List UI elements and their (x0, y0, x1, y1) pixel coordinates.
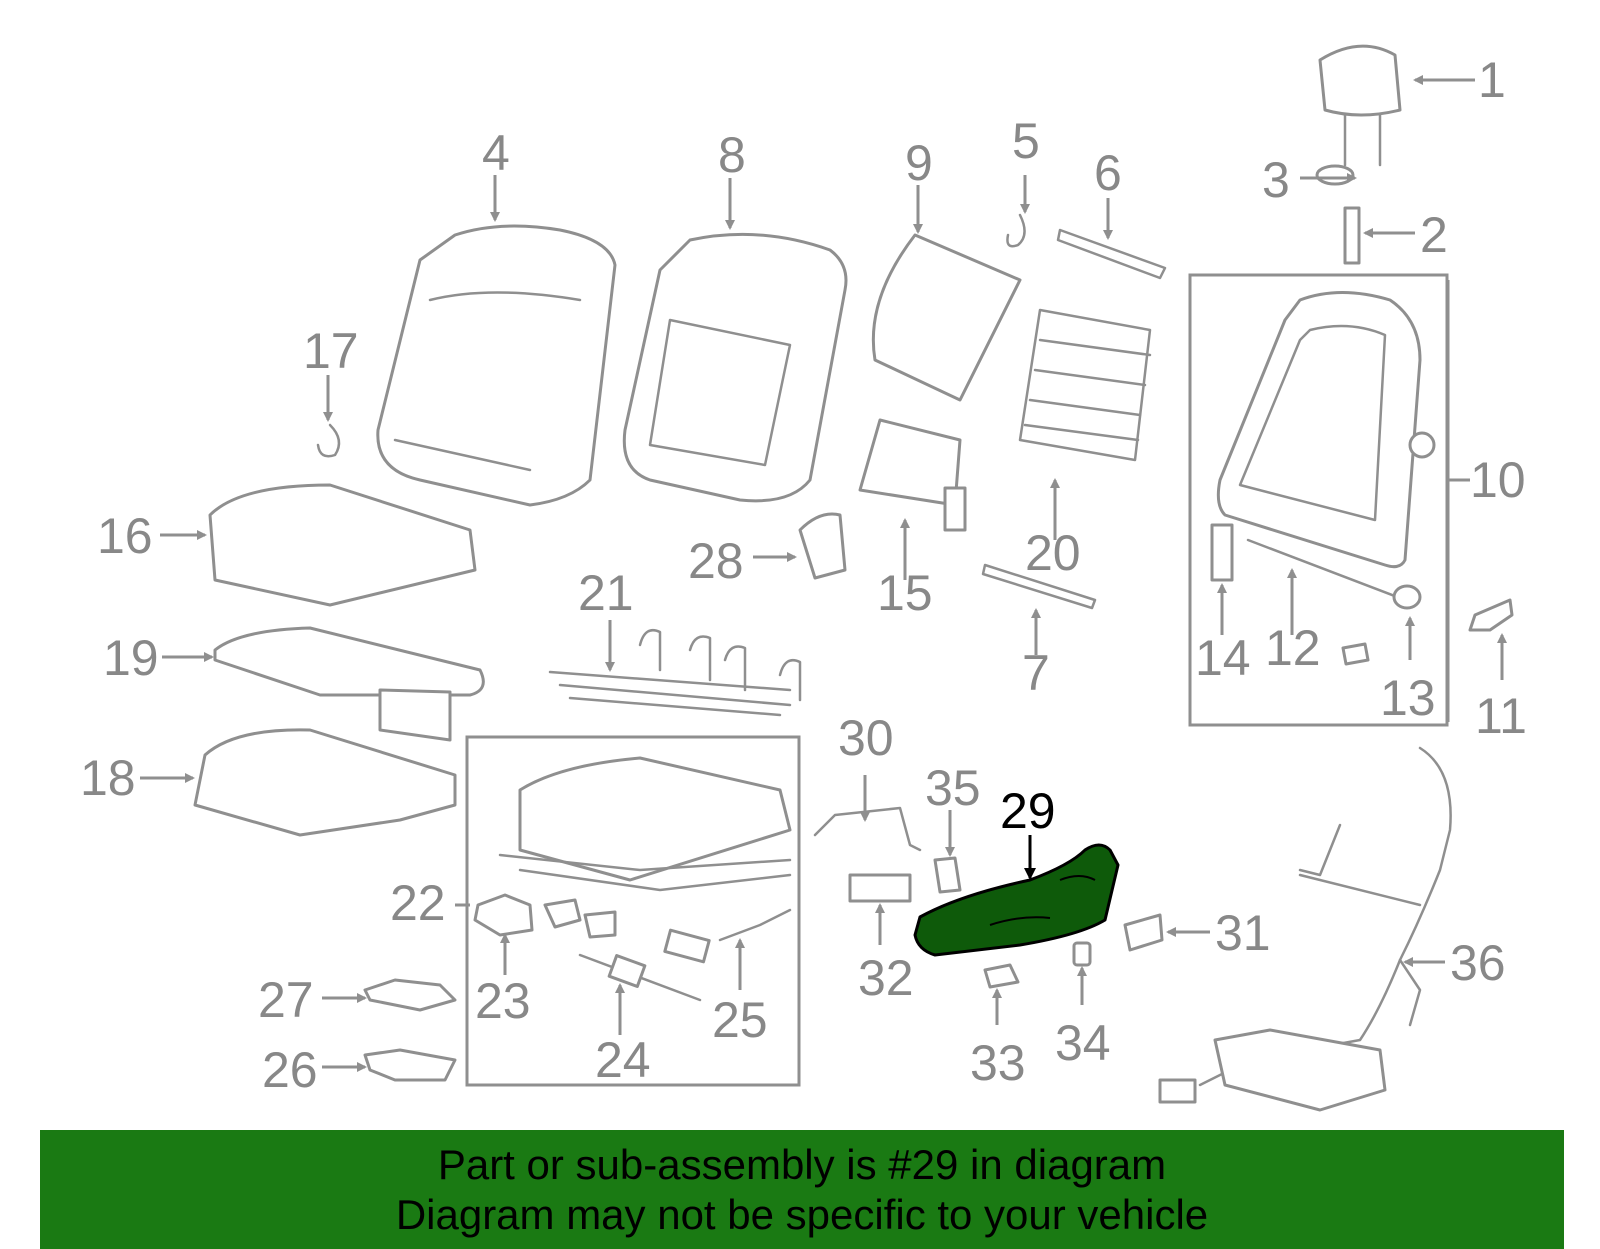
part-label-3: 3 (1262, 152, 1290, 208)
part-label-33: 33 (970, 1035, 1026, 1091)
part-25-shape (663, 908, 792, 964)
part-label-22: 22 (390, 875, 446, 931)
part-label-26: 26 (262, 1042, 318, 1098)
part-label-15: 15 (877, 565, 933, 621)
part-label-1: 1 (1478, 52, 1506, 108)
seat-cushion-pad-shape (193, 728, 457, 837)
part-label-16: 16 (97, 508, 153, 564)
recliner-motor-shape (1210, 523, 1234, 582)
part-label-36: 36 (1450, 935, 1506, 991)
rod-shape (1056, 228, 1167, 280)
part-label-19: 19 (103, 630, 159, 686)
bolt-shape (1341, 642, 1370, 666)
part-label-29-highlighted: 29 (1000, 783, 1056, 839)
part-label-7: 7 (1022, 645, 1050, 701)
washer-shape (1392, 584, 1422, 610)
part-label-18: 18 (80, 750, 136, 806)
part-number-labels: 1 2 3 4 5 6 7 8 9 10 11 12 13 14 15 16 1… (80, 52, 1527, 1098)
leader-arrows (140, 75, 1507, 1072)
part-label-32: 32 (858, 950, 914, 1006)
part-label-31: 31 (1215, 905, 1271, 961)
part-label-30: 30 (838, 710, 894, 766)
seat-adjuster-shape (498, 756, 792, 892)
part-30-shape (813, 806, 922, 852)
seat-cushion-cover-shape (208, 483, 477, 607)
part-27-shape (363, 978, 457, 1012)
part-label-6: 6 (1094, 145, 1122, 201)
part-label-13: 13 (1380, 670, 1436, 726)
part-label-25: 25 (712, 992, 768, 1048)
part-label-9: 9 (905, 135, 933, 191)
part-label-4: 4 (482, 125, 510, 181)
seat-back-frame-shape (1216, 291, 1422, 569)
part-label-24: 24 (595, 1032, 651, 1088)
part-label-10: 10 (1470, 452, 1526, 508)
clip-17-shape (316, 423, 341, 458)
part-label-14: 14 (1195, 630, 1251, 686)
clip-shape (1006, 213, 1026, 248)
seat-back-panel-shape (871, 233, 1022, 402)
part-label-28: 28 (688, 533, 744, 589)
recliner-shaft-shape (1246, 538, 1402, 600)
info-banner: Part or sub-assembly is #29 in diagram D… (40, 1130, 1564, 1249)
part-35-shape (933, 856, 962, 894)
part-label-23: 23 (475, 973, 531, 1029)
part-label-11: 11 (1475, 688, 1527, 744)
part-34-shape (1072, 941, 1092, 967)
part-24-shape (578, 953, 702, 1002)
bracket-shape (1468, 598, 1514, 632)
seat-pan-shape (213, 626, 485, 697)
part-label-35: 35 (925, 760, 981, 816)
banner-line-disclaimer: Diagram may not be specific to your vehi… (395, 1191, 1209, 1238)
part-23-shape (473, 893, 534, 937)
seat-back-pad-shape (622, 232, 848, 503)
part-label-27: 27 (258, 972, 314, 1028)
bushing-shape (1408, 431, 1436, 459)
headrest-shape (1318, 44, 1402, 167)
part-31-shape (1123, 913, 1164, 952)
part-label-2: 2 (1420, 207, 1448, 263)
spring-mat-shape (1018, 308, 1152, 462)
part-label-12: 12 (1265, 620, 1321, 676)
part-label-34: 34 (1055, 1015, 1111, 1071)
part-label-21: 21 (578, 565, 634, 621)
part-28-shape (798, 512, 847, 580)
seat-springs-shape (548, 628, 802, 717)
part-label-5: 5 (1012, 113, 1040, 169)
wiring-harness-shape (1158, 746, 1452, 1112)
part-label-8: 8 (718, 127, 746, 183)
part-33-shape (983, 963, 1020, 989)
grommet-shape (1315, 164, 1355, 186)
seat-side-shield-highlighted (913, 843, 1120, 957)
part-32-shape (848, 873, 912, 903)
part-26-shape (363, 1048, 457, 1082)
banner-line-part-info: Part or sub-assembly is #29 in diagram (437, 1141, 1167, 1188)
part-label-20: 20 (1025, 525, 1081, 581)
seat-adjuster-box (465, 735, 801, 1087)
part-label-17: 17 (303, 323, 359, 379)
rod-7-shape (981, 563, 1097, 610)
headrest-guide-shape (1343, 206, 1361, 265)
